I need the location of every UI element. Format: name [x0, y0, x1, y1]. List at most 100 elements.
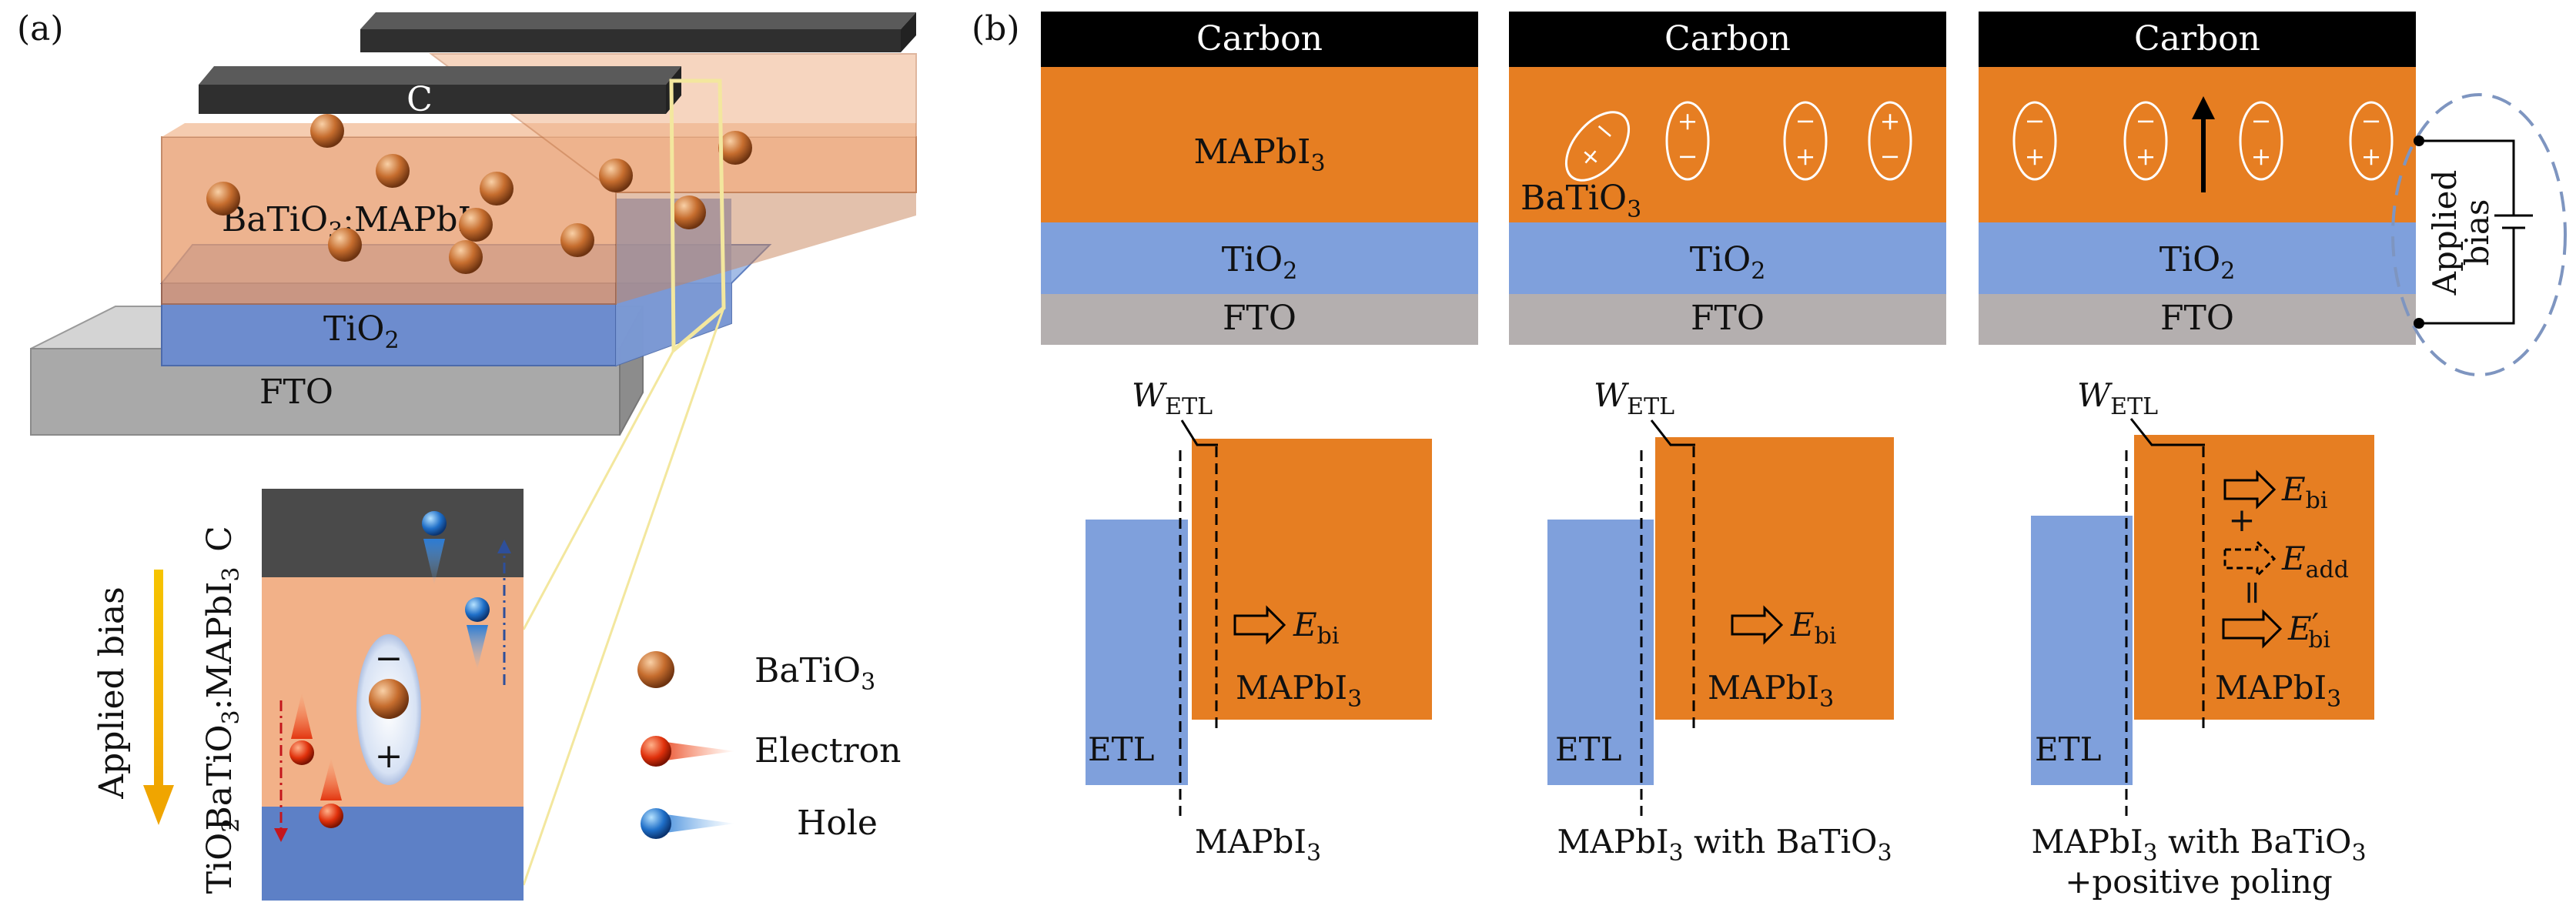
tio2-label: TiO2: [323, 309, 400, 354]
svg-text:−: −: [2025, 106, 2046, 135]
random-dipoles: [1564, 101, 1912, 182]
zoom-side-tio2: TiO2: [200, 818, 245, 894]
zoom-guide-left: [522, 349, 675, 630]
batio3-particle: [328, 228, 362, 262]
svg-text:−: −: [1795, 106, 1816, 135]
carbon-label: Carbon: [2134, 19, 2260, 58]
band-diagram-1: WETL Ebi MAPbI3 ETL MAPbI3: [1086, 376, 1432, 867]
svg-text:Eadd: Eadd: [2281, 540, 2349, 583]
applied-bias-arrow: Applied bias: [92, 570, 174, 825]
absorber-label: MAPbI3: [2215, 669, 2341, 713]
dipole-minus: −: [375, 639, 403, 678]
absorber-label: MAPbI3: [1708, 669, 1834, 713]
absorber-label: MAPbI3: [1193, 132, 1325, 177]
legend-hole: Hole: [797, 804, 878, 843]
applied-bias-label: Applied: [2426, 170, 2464, 296]
svg-text:+: +: [2251, 142, 2272, 171]
e-bi-prime-arrow: E′bi: [2222, 607, 2330, 653]
batio3-particle: [480, 172, 514, 206]
band-diagram-3: WETL Ebi + Eadd = E′bi MAPbI3 ETL MAPbI3…: [2031, 376, 2374, 901]
batio3-particle: [376, 154, 410, 188]
batio3-particle: [560, 223, 594, 257]
carbon-label: C: [406, 80, 433, 119]
absorber-label: MAPbI3: [1236, 669, 1362, 713]
carbon-label: Carbon: [1664, 19, 1791, 58]
band-diagram-2: WETL Ebi MAPbI3 ETL MAPbI3 with BaTiO3: [1547, 376, 1894, 867]
svg-text:+: +: [2361, 142, 2382, 171]
svg-text:+: +: [2025, 142, 2046, 171]
etl-label: ETL: [2035, 730, 2102, 768]
zoom-inset: − + C BaTiO3:MAPbI3 TiO2: [200, 489, 524, 901]
w-etl-label: WETL: [2077, 376, 2158, 420]
aligned-dipoles: [2012, 101, 2394, 181]
fto-label: FTO: [1691, 299, 1765, 338]
tio2-label: TiO2: [2159, 240, 2236, 285]
batio3-particle: [449, 240, 483, 274]
batio3-particle: [718, 131, 752, 165]
equals-sign: =: [2234, 579, 2272, 606]
electron-particle: [289, 740, 314, 765]
dipole-signs: − + + − − + + −: [1574, 106, 1900, 174]
hole-particle: [422, 511, 447, 536]
hole-icon: [641, 808, 671, 839]
carbon-label: Carbon: [1196, 19, 1323, 58]
svg-text:Ebi: Ebi: [1790, 606, 1836, 650]
legend-batio3: BaTiO3: [754, 651, 875, 696]
svg-text:−: −: [2136, 106, 2156, 135]
svg-text:−: −: [1880, 142, 1901, 171]
band-caption: MAPbI3 with BaTiO3: [1557, 823, 1892, 867]
e-bi-arrow: Ebi: [2223, 470, 2327, 514]
batio3-particle: [206, 182, 240, 216]
tio2-label: TiO2: [1690, 240, 1766, 285]
batio3-particle-icon: [637, 651, 674, 688]
dipole-signs: − + − + − + − +: [2025, 106, 2382, 171]
plus-sign: +: [2228, 501, 2255, 539]
panel-a: (a) FTO TiO2 BaTiO3:MAPbI3: [17, 9, 917, 901]
zoom-side-c: C: [200, 526, 239, 552]
dipole-plus: +: [375, 737, 403, 776]
panel-a-tag: (a): [17, 9, 64, 48]
w-etl-label: WETL: [1594, 376, 1674, 420]
etl-label: ETL: [1088, 730, 1155, 768]
band-caption-line2: +positive poling: [2065, 863, 2333, 901]
svg-text:Ebi: Ebi: [2281, 470, 2327, 514]
batio3-particle: [599, 159, 633, 192]
zoom-side-composite: BaTiO3:MAPbI3: [200, 566, 245, 830]
legend-electron: Electron: [754, 731, 901, 770]
batio3-particle: [310, 114, 344, 148]
etl-label: ETL: [1555, 730, 1622, 768]
electron-icon: [641, 736, 671, 767]
panel-b-tag: (b): [972, 9, 1020, 48]
svg-text:−: −: [1678, 142, 1698, 171]
e-add-arrow: Eadd: [2223, 539, 2349, 583]
zoom-guide-right: [522, 307, 725, 886]
applied-bias-label-2: bias: [2458, 199, 2496, 266]
legend: BaTiO3 Electron Hole: [637, 651, 901, 843]
bias-circuit: Applied bias: [2391, 93, 2567, 376]
electron-particle: [319, 804, 343, 828]
svg-text:+: +: [2136, 142, 2156, 171]
device-stack-3: Carbon − + − + − + − + TiO2 FTO: [1979, 12, 2567, 376]
svg-text:−: −: [2361, 106, 2382, 135]
svg-text:+: +: [1795, 142, 1816, 171]
panel-b: (b) Carbon MAPbI3 TiO2 FTO Carbon: [972, 9, 2567, 901]
applied-bias-label: Applied bias: [92, 587, 132, 800]
band-caption: MAPbI3 with BaTiO3: [2031, 823, 2366, 867]
device-stack-1: Carbon MAPbI3 TiO2 FTO: [1041, 12, 1478, 345]
svg-text:+: +: [1678, 106, 1698, 135]
slab-particles: [206, 114, 752, 274]
fto-label: FTO: [2160, 299, 2234, 338]
svg-text:+: +: [1880, 106, 1901, 135]
device-stack-2: Carbon − + + − − + + − BaTiO3 TiO2: [1509, 12, 1946, 345]
batio3-particle: [459, 208, 493, 242]
tio2-label: TiO2: [1222, 240, 1298, 285]
svg-text:−: −: [2251, 106, 2272, 135]
carbon-strips: C: [199, 12, 916, 119]
e-bi-arrow: Ebi: [1233, 605, 1339, 650]
svg-text:Ebi: Ebi: [1293, 606, 1339, 650]
e-bi-arrow: Ebi: [1731, 605, 1836, 650]
batio3-label: BaTiO3: [1521, 179, 1641, 223]
svg-text:E′bi: E′bi: [2287, 607, 2330, 653]
fto-label: FTO: [1223, 299, 1296, 338]
